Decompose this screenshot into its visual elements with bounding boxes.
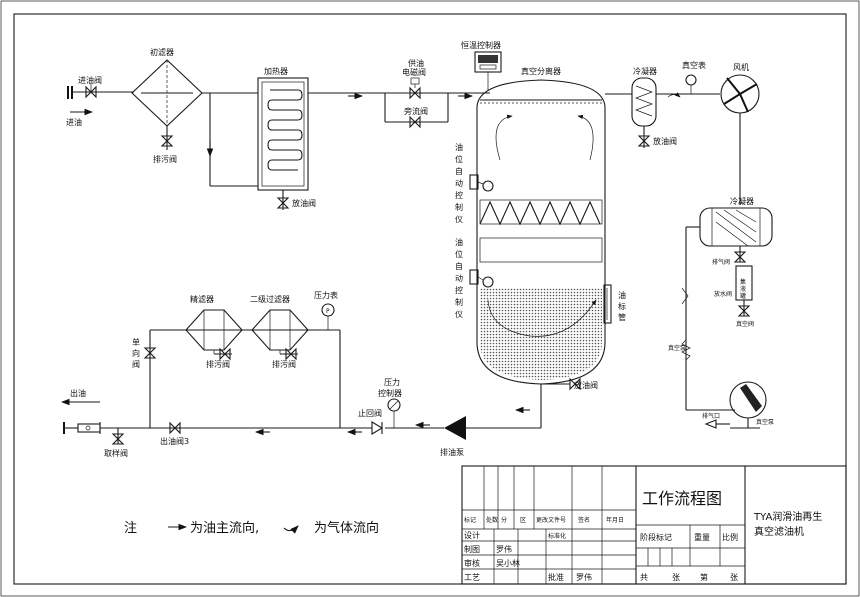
approve-name: 罗伟 xyxy=(576,572,592,582)
coarse-drain-label: 排污阀 xyxy=(153,154,177,164)
review-name: 吴小林 xyxy=(496,558,520,568)
inlet-valve-icon xyxy=(85,85,97,99)
valve-group: 供油 电磁阀 旁流阀 xyxy=(384,58,490,129)
condenser: 冷凝器 排气阀 集液罐 放水阀 真空阀 真空泵 xyxy=(668,196,773,410)
bypass-valve-label: 旁流阀 xyxy=(404,106,428,116)
cooler-drain-label: 放油阀 xyxy=(653,136,677,146)
sample-valve-label: 取样阀 xyxy=(104,448,128,458)
sheets-label: 张 xyxy=(672,573,680,582)
title-block: 工作流程图 TYA润滑油再生 真空滤油机 阶段标记 重量 比例 共 张 第 张 … xyxy=(461,465,847,585)
drawing-title: 工作流程图 xyxy=(642,489,722,508)
heater-drain-label: 放油阀 xyxy=(292,198,316,208)
scale-label: 比例 xyxy=(722,532,738,542)
sheet-unit-label: 张 xyxy=(730,573,738,582)
pressure-gauge-label: 压力表 xyxy=(314,290,338,300)
temp-controller: 恒温控制器 xyxy=(461,40,502,90)
legend-note: 注 为油主流向, 为气体流向 xyxy=(124,520,379,536)
sight-glass-label: 油标管 xyxy=(618,290,626,322)
pressure-ctrl-label-1: 压力 xyxy=(384,377,400,387)
inlet-section: 进油阀 进油 初滤器 排污阀 xyxy=(66,47,258,187)
product-name-2: 真空滤油机 xyxy=(754,525,804,538)
fan-label: 风机 xyxy=(733,62,749,72)
outlet-section: 出油 取样阀 出油阀3 xyxy=(60,388,189,458)
sep-drain-label: 放油阀 xyxy=(574,380,598,390)
supply-valve-label-1: 供油 xyxy=(408,58,424,68)
heater-drain-valve-icon xyxy=(276,197,290,209)
inlet-label: 进油 xyxy=(66,117,82,127)
h-count: 处数 xyxy=(486,516,498,524)
bypass-valve-icon xyxy=(409,115,421,129)
check-valve-v-label: 单向阀 xyxy=(132,337,140,369)
level-ctrl-label-2: 油位自动控制仪 xyxy=(455,237,463,319)
inlet-valve-label: 进油阀 xyxy=(78,75,102,85)
draw-label: 制图 xyxy=(464,544,480,554)
approve-label: 批准 xyxy=(548,572,564,582)
condenser-label: 冷凝器 xyxy=(730,196,754,206)
drain-pump-section: 排油泵 压力 控制器 止回阀 xyxy=(100,377,542,457)
vacuum-separator-label: 真空分离器 xyxy=(521,66,561,76)
outlet-label: 出油 xyxy=(70,388,86,398)
temp-controller-label: 恒温控制器 xyxy=(461,40,501,50)
standardize-label: 标准化 xyxy=(548,532,566,540)
collector-label: 集液罐 xyxy=(740,278,746,300)
note-prefix: 注 xyxy=(124,521,137,536)
sheet-no-label: 第 xyxy=(700,572,708,582)
stage-mark-label: 阶段标记 xyxy=(640,532,672,542)
h-date: 年月日 xyxy=(606,516,624,524)
review-label: 审核 xyxy=(464,558,480,568)
cooler-section: 冷凝器 放油阀 真空表 风机 xyxy=(605,60,760,205)
drawing-frame xyxy=(13,13,847,585)
fine-filter-label: 精滤器 xyxy=(190,294,214,304)
coarse-drain-valve-icon xyxy=(160,135,174,147)
outlet-valve-label: 出油阀3 xyxy=(160,436,189,446)
drain-pump-label: 排油泵 xyxy=(440,447,464,457)
weight-label: 重量 xyxy=(694,532,710,542)
svg-text:P: P xyxy=(326,308,330,315)
h-zone: 分 xyxy=(501,516,507,524)
vacuum-pump: 排气口 真空泵 xyxy=(686,381,774,429)
note-main-flow: 为油主流向, xyxy=(190,520,259,536)
vac-valve-label: 真空阀 xyxy=(736,320,754,328)
heater: 加热器 放油阀 xyxy=(257,66,385,210)
process-label: 工艺 xyxy=(464,573,480,582)
second-drain-label: 排污阀 xyxy=(272,359,296,369)
cooler-label: 冷凝器 xyxy=(633,66,657,76)
level-ctrl-label-1: 油位自动控制仪 xyxy=(455,142,463,224)
exhaust-label: 排气口 xyxy=(702,412,720,420)
second-filter-label: 二级过滤器 xyxy=(250,294,290,304)
h-doc: 更改文件号 xyxy=(536,516,566,524)
total-label: 共 xyxy=(640,573,648,582)
h-mark: 标记 xyxy=(464,516,476,524)
solenoid-valve-icon xyxy=(409,86,421,100)
h-sign: 签名 xyxy=(578,516,590,524)
design-label: 设计 xyxy=(464,530,480,540)
drain-valve-small-label: 放水阀 xyxy=(714,290,732,298)
vent-valve-label: 排气阀 xyxy=(712,258,730,266)
coarse-filter-label: 初滤器 xyxy=(150,47,174,57)
filters-section: 单向阀 精滤器 排污阀 二级过滤器 排污阀 P 压力表 xyxy=(132,290,341,428)
vac-pump-side-label: 真空泵 xyxy=(668,344,686,352)
check-valve-label: 止回阀 xyxy=(358,408,382,418)
vac-pump-label: 真空泵 xyxy=(756,418,774,426)
fine-drain-label: 排污阀 xyxy=(206,359,230,369)
supply-valve-label-2: 电磁阀 xyxy=(402,67,426,77)
vacuum-separator: 真空分离器 xyxy=(469,66,612,410)
note-gas-flow: 为气体流向 xyxy=(314,520,379,536)
pressure-ctrl-label-2: 控制器 xyxy=(378,388,402,398)
product-name-1: TYA润滑油再生 xyxy=(753,510,822,523)
heater-label: 加热器 xyxy=(264,66,288,76)
vac-gauge-label: 真空表 xyxy=(682,60,706,70)
h-area: 区 xyxy=(520,517,526,524)
draw-name: 罗伟 xyxy=(496,544,512,554)
check-valve-v-icon xyxy=(143,347,157,359)
